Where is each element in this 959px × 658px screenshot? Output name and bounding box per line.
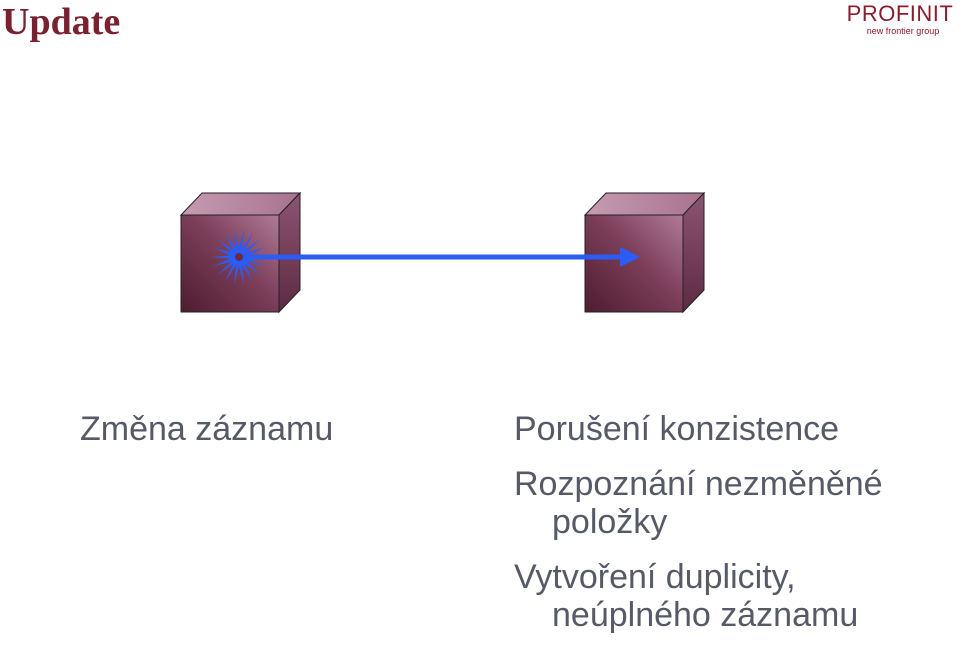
effect-item: Vytvoření duplicity, neúplného záznamu bbox=[514, 558, 883, 634]
burst-core bbox=[235, 253, 243, 261]
effect-item: Rozpoznání nezměněné položky bbox=[514, 465, 883, 541]
effect-line-continued: neúplného záznamu bbox=[514, 596, 883, 634]
caption-record-change: Změna záznamu bbox=[80, 410, 333, 448]
effects-list: Porušení konzistence Rozpoznání nezměněn… bbox=[514, 410, 883, 651]
effect-item: Porušení konzistence bbox=[514, 410, 883, 448]
effect-line: Rozpoznání nezměněné bbox=[514, 465, 883, 503]
target-record-cube bbox=[585, 193, 704, 312]
effect-line-continued: položky bbox=[514, 503, 883, 541]
effect-line: Porušení konzistence bbox=[514, 410, 839, 448]
cube-front-face bbox=[585, 215, 683, 312]
effect-line: Vytvoření duplicity, bbox=[514, 558, 796, 596]
